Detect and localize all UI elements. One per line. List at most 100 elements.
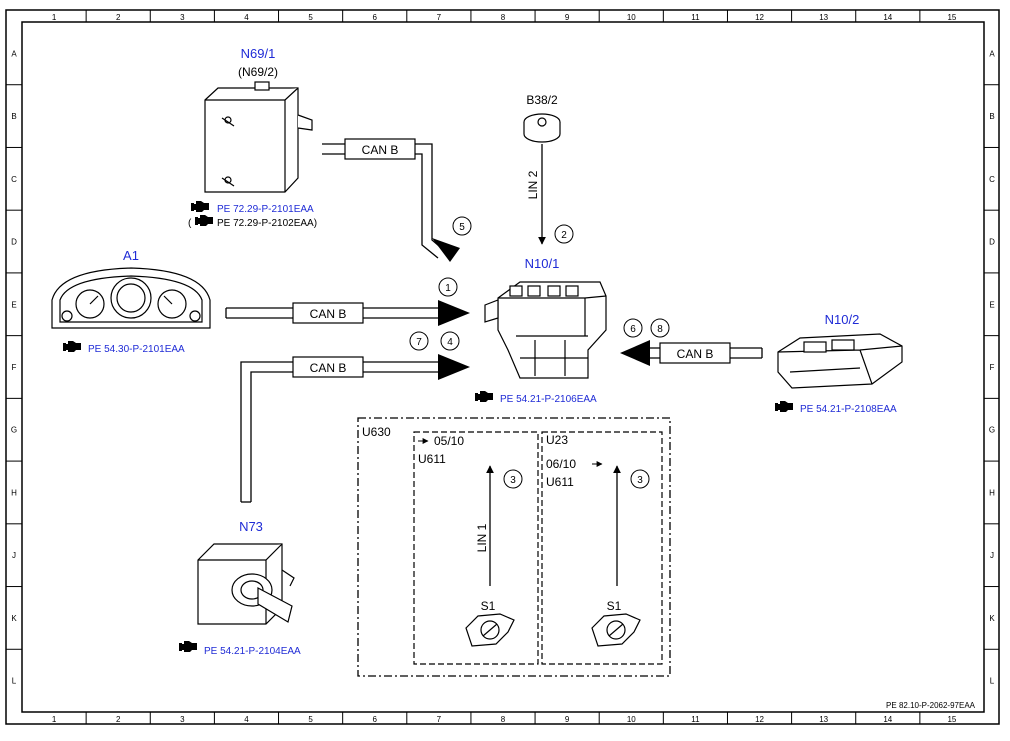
row-label-left: H bbox=[11, 488, 17, 497]
left-date: 05/10 bbox=[434, 434, 464, 448]
n10-2-label: N10/2 bbox=[825, 312, 860, 327]
row-label-left: B bbox=[11, 112, 16, 121]
row-label-right: H bbox=[989, 488, 995, 497]
row-label-right: L bbox=[990, 677, 995, 686]
right-variant-box bbox=[541, 431, 663, 665]
col-label-top: 12 bbox=[755, 13, 764, 22]
marker-1: 1 bbox=[445, 283, 451, 294]
row-label-left: C bbox=[11, 175, 17, 184]
col-label-top: 11 bbox=[691, 13, 700, 22]
n73-label: N73 bbox=[239, 519, 263, 534]
can-a1-label: CAN B bbox=[310, 307, 347, 321]
a1-cluster[interactable]: A1 PE 54.30-P-2101EAA bbox=[51, 248, 211, 355]
ref-hand-icon bbox=[195, 215, 213, 226]
n73-ref[interactable]: PE 54.21-P-2104EAA bbox=[204, 646, 301, 657]
col-label-bottom: 1 bbox=[52, 715, 57, 724]
col-label-bottom: 9 bbox=[565, 715, 570, 724]
col-label-top: 14 bbox=[883, 13, 892, 22]
right-code: U611 bbox=[546, 475, 574, 489]
col-label-top: 8 bbox=[501, 13, 506, 22]
marker-5: 5 bbox=[459, 222, 465, 233]
a1-label: A1 bbox=[123, 248, 139, 263]
can-n73-line bbox=[240, 361, 440, 503]
can-n73-box bbox=[292, 356, 364, 378]
can-n10-2-arrowhead bbox=[620, 340, 650, 366]
ref-hand-icon bbox=[63, 341, 81, 352]
n73-switch[interactable]: N73 PE 54.21-P-2104EAA bbox=[179, 519, 301, 657]
col-label-top: 3 bbox=[180, 13, 185, 22]
b38-2-sensor[interactable]: B38/2 bbox=[523, 93, 561, 143]
ref-hand-icon bbox=[179, 641, 197, 652]
marker-6: 6 bbox=[630, 324, 636, 335]
can-n73-arrowhead bbox=[438, 354, 470, 380]
n10-1-module[interactable]: N10/1 PE 54.21-P-2106EAA bbox=[475, 256, 607, 405]
col-label-top: 9 bbox=[565, 13, 570, 22]
n69-1-module[interactable]: N69/1 (N69/2) PE 72.29-P-2101EAA ( PE 72… bbox=[188, 46, 317, 229]
col-label-top: 5 bbox=[308, 13, 313, 22]
marker-3a: 3 bbox=[510, 475, 516, 486]
n69-1-ref-alt[interactable]: PE 72.29-P-2102EAA) bbox=[217, 218, 317, 229]
n10-1-ref[interactable]: PE 54.21-P-2106EAA bbox=[500, 394, 597, 405]
col-label-bottom: 5 bbox=[308, 715, 313, 724]
col-label-top: 13 bbox=[819, 13, 828, 22]
u23-label: U23 bbox=[546, 433, 568, 447]
row-label-right: G bbox=[989, 426, 995, 435]
col-label-bottom: 12 bbox=[755, 715, 764, 724]
marker-3b: 3 bbox=[637, 475, 643, 486]
col-label-top: 10 bbox=[627, 13, 636, 22]
s1-left-label: S1 bbox=[481, 599, 496, 613]
can-top-arrowhead bbox=[432, 238, 460, 262]
outer-frame bbox=[5, 9, 1000, 725]
col-label-bottom: 8 bbox=[501, 715, 506, 724]
cluster-icon bbox=[51, 267, 211, 329]
can-n73-label: CAN B bbox=[310, 361, 347, 375]
document-id: PE 82.10-P-2062-97EAA bbox=[886, 701, 976, 710]
left-code: U611 bbox=[418, 452, 446, 466]
ignition-switch-icon bbox=[197, 543, 295, 625]
can-n10-2-box bbox=[659, 342, 731, 364]
u630-label: U630 bbox=[362, 425, 391, 439]
row-label-left: L bbox=[12, 677, 17, 686]
marker-7: 7 bbox=[416, 337, 422, 348]
row-label-right: C bbox=[989, 175, 995, 184]
a1-ref[interactable]: PE 54.30-P-2101EAA bbox=[88, 344, 185, 355]
row-label-right: B bbox=[989, 112, 994, 121]
n10-2-module[interactable]: N10/2 PE 54.21-P-2108EAA bbox=[775, 312, 903, 415]
n69-1-label: N69/1 bbox=[241, 46, 276, 61]
row-label-left: F bbox=[12, 363, 17, 372]
row-label-right: K bbox=[989, 614, 995, 623]
n69-1-device-icon bbox=[204, 81, 313, 193]
row-label-left: A bbox=[11, 49, 17, 58]
row-label-right: A bbox=[989, 49, 995, 58]
col-label-bottom: 7 bbox=[437, 715, 442, 724]
col-label-top: 15 bbox=[947, 13, 956, 22]
row-label-right: E bbox=[989, 300, 994, 309]
lin1-label: LIN 1 bbox=[475, 523, 489, 552]
s1-left-switch-icon bbox=[465, 613, 515, 647]
n69-1-ref[interactable]: PE 72.29-P-2101EAA bbox=[217, 204, 314, 215]
row-label-left: D bbox=[11, 238, 17, 247]
col-label-top: 1 bbox=[52, 13, 57, 22]
col-label-bottom: 2 bbox=[116, 715, 121, 724]
col-label-top: 2 bbox=[116, 13, 121, 22]
row-label-left: G bbox=[11, 426, 17, 435]
right-date: 06/10 bbox=[546, 457, 576, 471]
can-top-line bbox=[322, 143, 447, 259]
col-label-bottom: 3 bbox=[180, 715, 185, 724]
col-label-top: 6 bbox=[373, 13, 378, 22]
n10-2-ref[interactable]: PE 54.21-P-2108EAA bbox=[800, 404, 897, 415]
can-a1-box bbox=[292, 302, 364, 324]
col-label-bottom: 6 bbox=[373, 715, 378, 724]
lin2-label: LIN 2 bbox=[526, 170, 540, 199]
u630-group bbox=[357, 417, 671, 677]
marker-circles bbox=[409, 216, 670, 489]
col-label-bottom: 4 bbox=[244, 715, 249, 724]
s1-right-label: S1 bbox=[607, 599, 622, 613]
col-label-bottom: 11 bbox=[691, 715, 700, 724]
col-label-bottom: 13 bbox=[819, 715, 828, 724]
row-label-right: F bbox=[990, 363, 995, 372]
marker-2: 2 bbox=[561, 230, 567, 241]
can-top-box bbox=[344, 138, 416, 160]
